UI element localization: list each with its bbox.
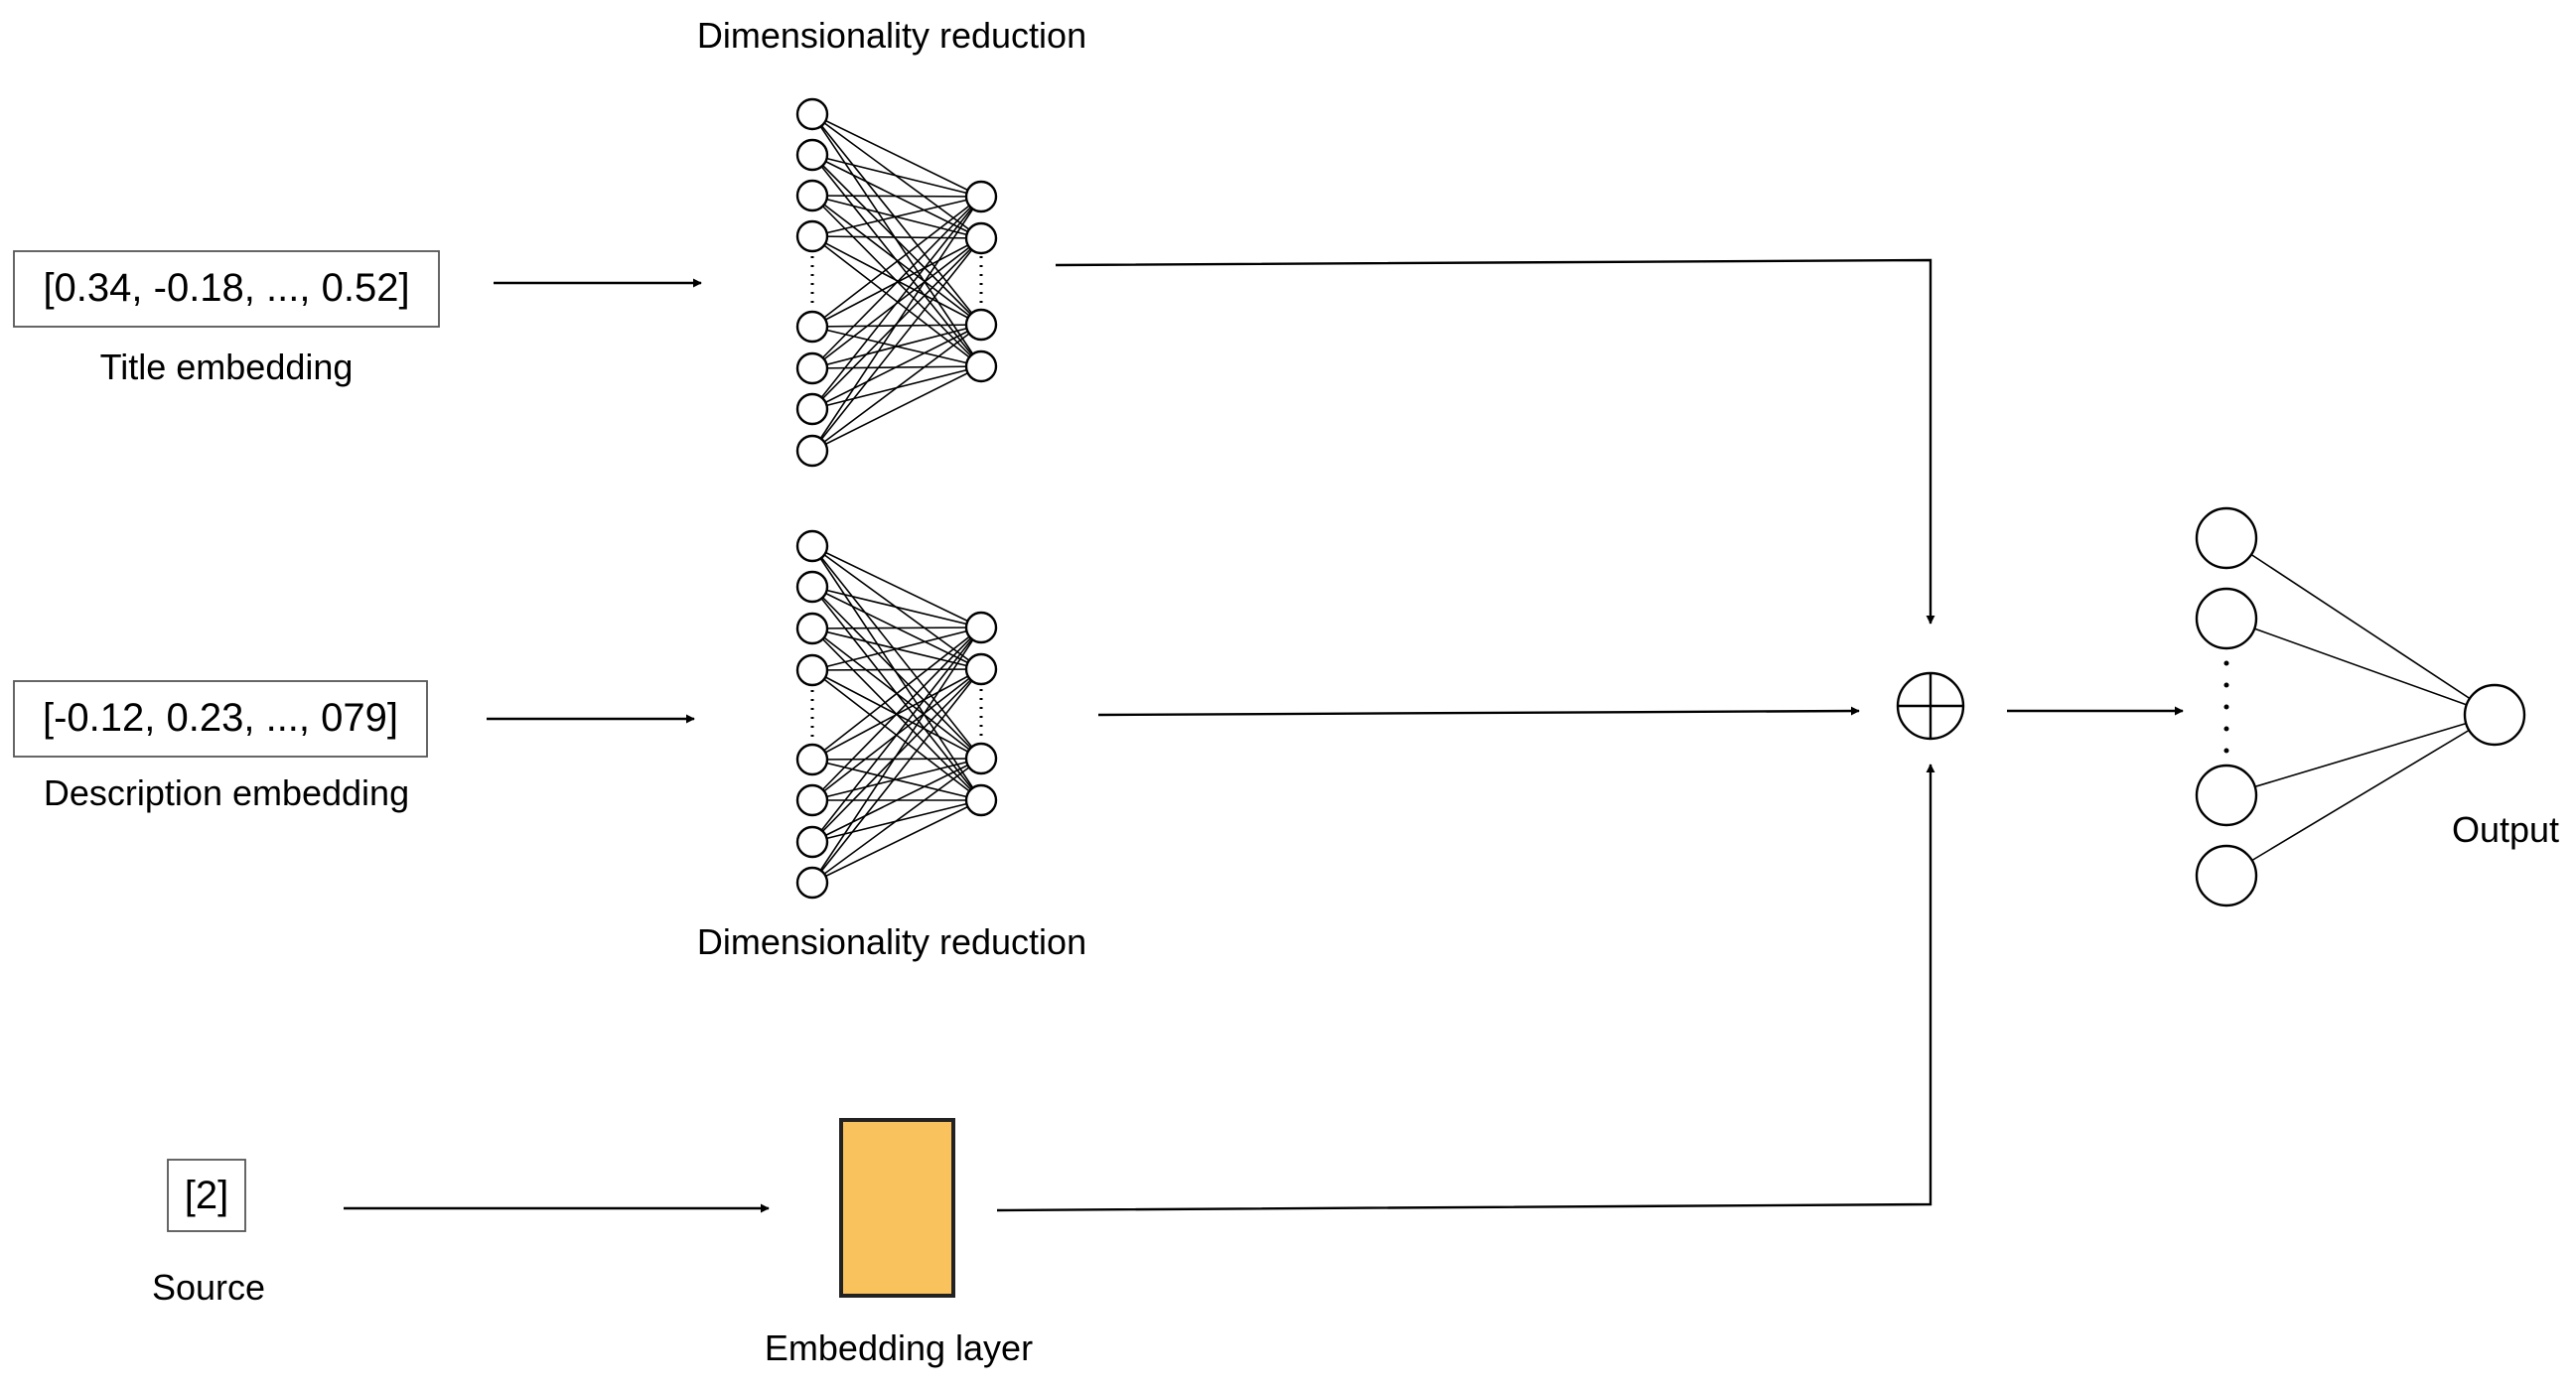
embedding-layer-label: Embedding layer xyxy=(765,1327,1033,1368)
description-embedding-label: Description embedding xyxy=(44,772,409,813)
reduction-bottom-connection xyxy=(811,627,982,843)
output-label: Output xyxy=(2452,809,2559,850)
reduction-top-connection xyxy=(811,196,982,237)
description-embedding-box xyxy=(13,680,428,758)
reduction-bottom-connection xyxy=(811,799,982,884)
reduction-bottom-connection xyxy=(811,758,982,761)
reduction-top-output-neuron xyxy=(964,349,998,383)
reduction-bottom-connection xyxy=(811,627,982,671)
reduction-bottom-input-neuron xyxy=(795,653,829,687)
reduction-top-input-neuron xyxy=(795,219,829,253)
output-connection xyxy=(2225,537,2496,716)
reduction-bottom-connection xyxy=(811,668,982,671)
reduction-top-connection xyxy=(811,196,982,452)
reduction-top-output-neuron xyxy=(964,180,998,213)
reduction-bottom-connection xyxy=(811,758,982,843)
output-hidden-neuron xyxy=(2195,506,2258,570)
title-embedding-label: Title embedding xyxy=(100,347,354,387)
reduction-top-connection xyxy=(811,365,982,452)
reduction-top-label: Dimensionality reduction xyxy=(697,15,1086,56)
output-network xyxy=(2195,506,2526,907)
reduction-top-connection xyxy=(811,154,982,326)
title-embedding-vector: [0.34, -0.18, ..., 0.52] xyxy=(43,266,409,310)
embedding-to-combine-arrow xyxy=(996,764,1935,1212)
reduction-top-input-neuron xyxy=(795,351,829,385)
output-connection xyxy=(2225,618,2496,716)
title-embedding-box xyxy=(13,250,440,328)
reduction-top-output-neuron xyxy=(964,308,998,342)
embedding-layer-block xyxy=(839,1118,955,1298)
circle-plus-icon xyxy=(1896,671,1965,741)
reduction-top-connection xyxy=(811,154,982,198)
reduction-bottom-input-neuron xyxy=(795,825,829,859)
reduction-bottom-connection xyxy=(811,758,982,884)
source-vector: [2] xyxy=(185,1174,228,1217)
reduction-bottom-output-neuron xyxy=(964,783,998,817)
reduction-top-connection xyxy=(811,237,982,452)
reduction-bottom-connection xyxy=(811,586,982,628)
reduction-bottom-label: Dimensionality reduction xyxy=(697,921,1086,962)
output-hidden-neuron xyxy=(2195,764,2258,827)
source-box xyxy=(167,1159,246,1232)
reduction-bottom-input-neuron xyxy=(795,743,829,776)
reduction-bottom-connection xyxy=(811,758,982,801)
reduction-top-connection xyxy=(811,324,982,369)
reduction-top-connection xyxy=(811,195,982,326)
reduction-top-connection xyxy=(811,324,982,328)
reduction-bottom-input-neuron xyxy=(795,529,829,563)
description-embedding-vector: [-0.12, 0.23, ..., 079] xyxy=(43,696,398,740)
reduction-top-connection xyxy=(811,196,982,328)
reduction-top-connection xyxy=(811,324,982,410)
reduction-bottom-input-neuron xyxy=(795,783,829,817)
reduction-bottom-input-neuron xyxy=(795,570,829,604)
reduction-bottom-to-combine-arrow xyxy=(1097,706,1860,717)
reduction-bottom-connection xyxy=(811,627,982,629)
reduction-bottom-connection xyxy=(811,627,982,801)
output-connection xyxy=(2225,714,2496,796)
reduction-top-connection xyxy=(811,235,982,326)
reduction-top-input-neuron xyxy=(795,179,829,212)
reduction-top-input-neuron xyxy=(795,392,829,426)
reduction-top-connection xyxy=(811,235,982,239)
reduction-top-to-combine-arrow xyxy=(1055,258,1935,625)
reduction-network-top xyxy=(795,97,998,468)
reduction-top-connection xyxy=(811,113,982,198)
reduction-network-bottom xyxy=(795,529,998,900)
reduction-bottom-connection xyxy=(811,627,982,884)
reduction-top-connection xyxy=(811,235,982,367)
reduction-top-connection xyxy=(811,196,982,410)
output-connection xyxy=(2225,714,2496,877)
reduction-top-connection xyxy=(811,324,982,452)
reduction-bottom-connection xyxy=(811,545,982,760)
source-label: Source xyxy=(152,1267,265,1308)
reduction-bottom-output-neuron xyxy=(964,742,998,775)
reduction-bottom-connection xyxy=(811,586,982,760)
reduction-bottom-connection xyxy=(811,627,982,761)
reduction-top-connection xyxy=(811,195,982,198)
reduction-top-input-neuron xyxy=(795,138,829,172)
reduction-bottom-connection xyxy=(811,668,982,884)
reduction-top-connection xyxy=(811,196,982,369)
reduction-top-output-neuron xyxy=(964,221,998,255)
output-neuron xyxy=(2463,683,2526,747)
output-hidden-neuron xyxy=(2195,844,2258,907)
reduction-top-input-neuron xyxy=(795,310,829,344)
reduction-bottom-output-neuron xyxy=(964,611,998,644)
reduction-top-input-neuron xyxy=(795,97,829,131)
reduction-top-input-neuron xyxy=(795,434,829,468)
reduction-bottom-input-neuron xyxy=(795,612,829,645)
reduction-top-connection xyxy=(811,113,982,326)
output-hidden-neuron xyxy=(2195,587,2258,650)
reduction-bottom-connection xyxy=(811,545,982,628)
reduction-bottom-output-neuron xyxy=(964,652,998,686)
reduction-bottom-input-neuron xyxy=(795,866,829,900)
